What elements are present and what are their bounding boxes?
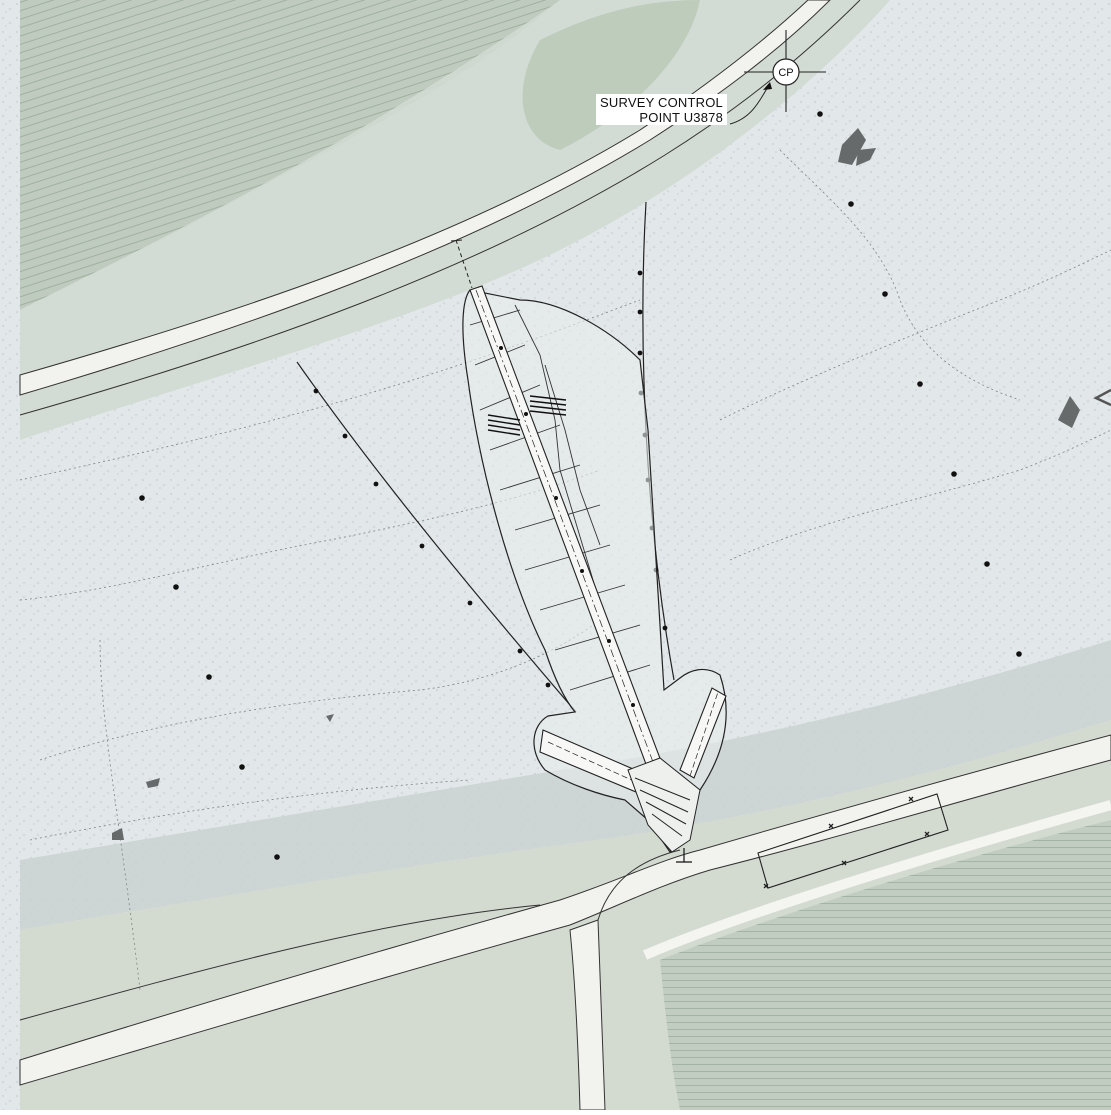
fenced-enclosure: [757, 793, 949, 889]
upper-vegetation: [522, 0, 700, 150]
weir-tail: [676, 848, 692, 863]
survey-control-label: SURVEY CONTROL POINT U3878: [596, 94, 727, 125]
left-vane-points: [313, 388, 551, 688]
survey-control-point-symbol: CP: [729, 30, 826, 125]
leader-arrowhead-icon: [763, 82, 772, 90]
survey-control-label-line1: SURVEY CONTROL: [600, 95, 723, 110]
rock-outcrops: [112, 128, 1080, 840]
upper-road: [19, 0, 831, 396]
weir-right-arm: [679, 687, 727, 779]
survey-control-label-line2: POINT U3878: [639, 110, 723, 125]
upstream-centerline: [450, 239, 473, 289]
left-lower-road-line: [19, 904, 541, 1021]
lower-road: [19, 734, 1111, 1086]
field-lower-right: [660, 820, 1111, 1110]
survey-control-point-code: CP: [778, 67, 793, 79]
rebar-cluster: [487, 395, 567, 436]
lower-bank-shade: [20, 640, 1111, 930]
field-upper-left: [20, 0, 560, 310]
offsheet-arrow-icon: [1093, 388, 1111, 407]
field-lower-right-rim: [643, 800, 1111, 960]
weir-apron: [627, 757, 701, 853]
left-vane-line: [296, 361, 577, 713]
side-road-curve: [597, 849, 681, 921]
survey-points: [139, 111, 1022, 860]
